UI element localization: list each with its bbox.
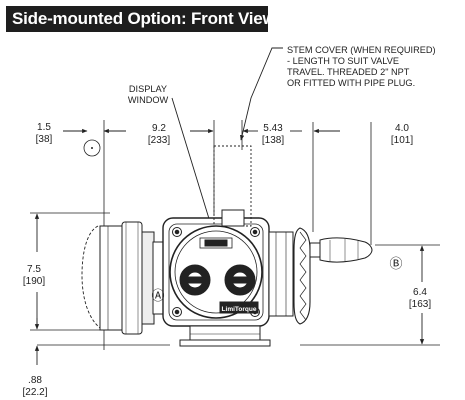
stem-cover-line-1: STEM COVER (WHEN REQUIRED) bbox=[287, 45, 436, 55]
stem-cover-leader bbox=[240, 47, 283, 141]
dim-stem-offset: 5.43 [138] bbox=[241, 120, 302, 150]
dim-handwheel-height-in: 6.4 bbox=[413, 287, 427, 298]
reference-circle bbox=[83, 139, 101, 157]
display-window-callout: DISPLAY WINDOW bbox=[128, 84, 215, 236]
dim-left-offset-mm: [38] bbox=[36, 134, 53, 145]
dim-display-offset-mm: [233] bbox=[148, 135, 170, 146]
dim-handwheel-height: 6.4 [163] bbox=[300, 244, 440, 346]
dim-stem-offset-mm: [138] bbox=[262, 135, 284, 146]
dim-handwheel-height-mm: [163] bbox=[409, 299, 431, 310]
dim-handwheel-width-mm: [101] bbox=[391, 135, 413, 146]
marker-a: Ⓐ bbox=[151, 289, 164, 304]
marker-b: Ⓑ bbox=[389, 257, 402, 272]
stem-cover-line-2: - LENGTH TO SUIT VALVE bbox=[287, 56, 399, 66]
dim-body-height-mm: [190] bbox=[23, 276, 45, 287]
dim-handwheel-width: 4.0 [101] bbox=[312, 122, 413, 245]
section-title: Side-mounted Option: Front View bbox=[12, 9, 276, 28]
dim-handwheel-width-in: 4.0 bbox=[395, 123, 409, 134]
dim-left-offset: 1.5 [38] bbox=[36, 122, 101, 157]
section-title-banner: Side-mounted Option: Front View bbox=[6, 6, 276, 32]
display-window-line-1: DISPLAY bbox=[129, 84, 167, 94]
dim-body-height-in: 7.5 bbox=[27, 264, 41, 275]
dim-base-offset-mm: [22.2] bbox=[22, 387, 47, 398]
dim-body-height: 7.5 [190] bbox=[23, 212, 110, 331]
dim-stem-offset-in: 5.43 bbox=[263, 123, 283, 134]
stem-cover-line-3: TRAVEL. THREADED 2" NPT bbox=[287, 67, 410, 77]
dim-left-offset-in: 1.5 bbox=[37, 122, 51, 133]
actuator-body bbox=[81, 145, 373, 347]
display-window-leader bbox=[171, 97, 215, 236]
stem-cover-callout: STEM COVER (WHEN REQUIRED) - LENGTH TO S… bbox=[240, 45, 436, 141]
stem-cover-line-4: OR FITTED WITH PIPE PLUG. bbox=[287, 78, 415, 88]
display-window-line-2: WINDOW bbox=[128, 95, 169, 105]
dim-display-offset-in: 9.2 bbox=[152, 123, 166, 134]
dim-base-offset: .88 [22.2] bbox=[22, 318, 170, 398]
dim-base-offset-in: .88 bbox=[28, 375, 42, 386]
logo-text: LimiTorque bbox=[222, 306, 257, 313]
